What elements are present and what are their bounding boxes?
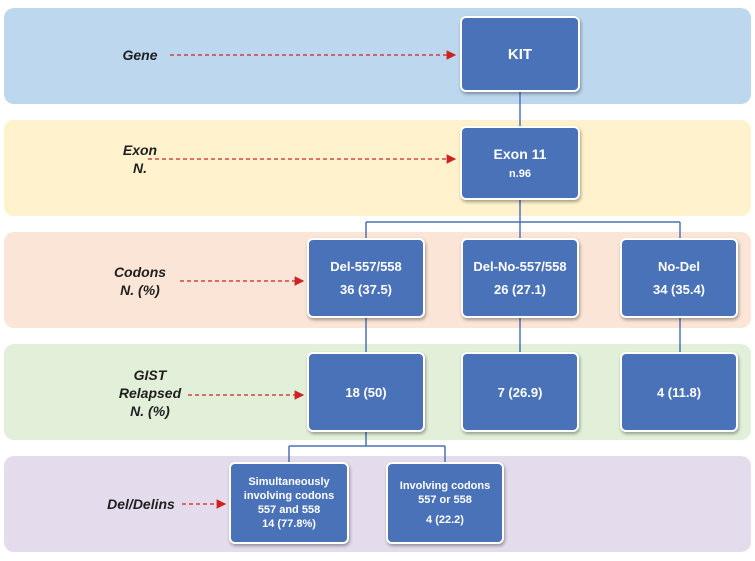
node-nodel: No-Del 34 (35.4) — [620, 238, 738, 318]
band-gene — [4, 8, 751, 104]
node-involving: Involving codons 557 or 558 4 (22.2) — [386, 462, 504, 544]
level-label-deldelins: Del/Delins — [107, 496, 175, 512]
band-deldelins — [4, 456, 751, 552]
node-delno557: Del-No-557/558 26 (27.1) — [461, 238, 579, 318]
node-kit: KIT — [460, 16, 580, 92]
node-relapsed-nodel: 4 (11.8) — [620, 352, 738, 432]
node-relapsed-delno557: 7 (26.9) — [461, 352, 579, 432]
level-label-gene: Gene — [122, 47, 158, 63]
level-label-exon: Exon N. — [122, 142, 158, 176]
node-simultaneous: Simultaneously involving codons 557 and … — [229, 462, 349, 544]
level-label-relapsed: GIST Relapsed N. (%) — [118, 367, 182, 419]
node-del557: Del-557/558 36 (37.5) — [307, 238, 425, 318]
band-exon — [4, 120, 751, 216]
node-relapsed-del557: 18 (50) — [307, 352, 425, 432]
node-exon11: Exon 11 n.96 — [460, 126, 580, 200]
level-label-codons: Codons N. (%) — [113, 264, 167, 298]
